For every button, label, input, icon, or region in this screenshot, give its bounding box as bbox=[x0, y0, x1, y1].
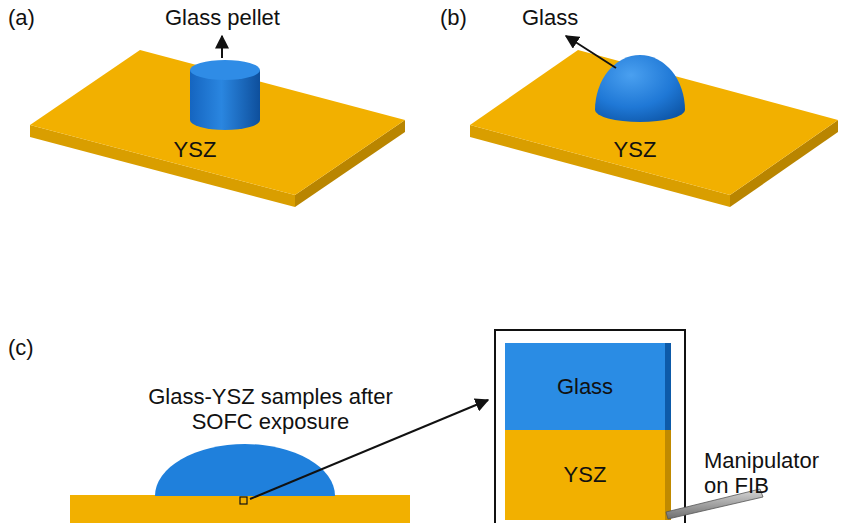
glass-drop bbox=[155, 444, 335, 496]
tool-label: Manipulator on FIB bbox=[704, 448, 840, 499]
node-text: YSZ bbox=[174, 137, 217, 162]
inset-frame bbox=[495, 330, 685, 523]
part-label: Glass bbox=[522, 5, 578, 30]
glass-layer: Glass bbox=[505, 343, 665, 430]
leader-arrow bbox=[566, 36, 616, 68]
glass-pellet bbox=[190, 60, 260, 130]
ysz-side-face bbox=[665, 430, 671, 520]
leader-arrow bbox=[221, 36, 223, 58]
ysz-layer: YSZ bbox=[505, 430, 665, 520]
part-label: Glass pellet bbox=[165, 5, 280, 30]
sample-site bbox=[240, 497, 247, 504]
node-text: Glass bbox=[557, 374, 613, 399]
panel-label: (c) bbox=[8, 335, 34, 360]
ysz-substrate bbox=[70, 495, 410, 523]
node-text: YSZ bbox=[614, 137, 657, 162]
panel-label: (b) bbox=[440, 5, 467, 30]
glass-dome bbox=[595, 55, 685, 122]
node-text: YSZ bbox=[564, 462, 607, 487]
panel-label: (a) bbox=[8, 5, 35, 30]
sample-label: Glass-YSZ samples after SOFC exposure bbox=[148, 384, 393, 435]
glass-side-face bbox=[665, 343, 671, 430]
